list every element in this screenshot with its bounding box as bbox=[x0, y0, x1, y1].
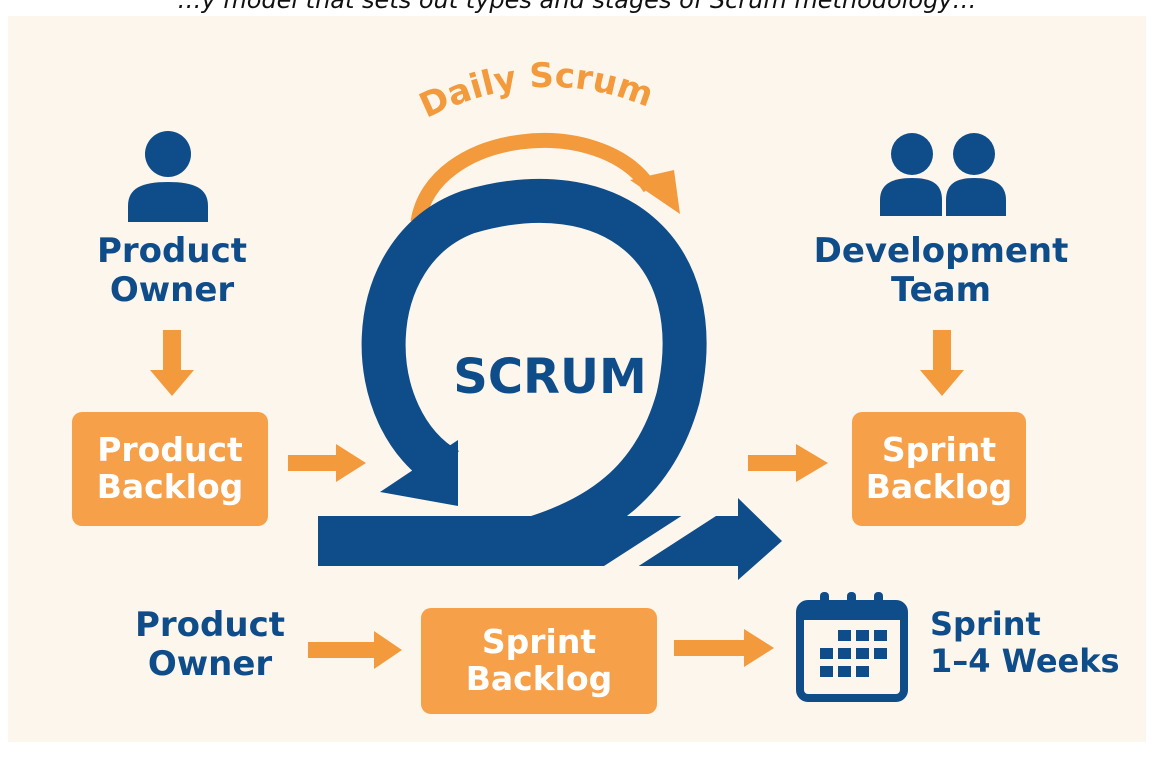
product-owner-line2: Owner bbox=[109, 270, 235, 311]
sprint-duration-line2: 1–4 Weeks bbox=[930, 641, 1120, 680]
sprint-backlog-right-line2: Backlog bbox=[865, 467, 1013, 506]
person-icon bbox=[128, 131, 208, 222]
arrow-owner-to-backlog bbox=[150, 330, 194, 396]
bottom-owner-line2: Owner bbox=[147, 644, 273, 685]
sprint-duration-line1: Sprint bbox=[930, 605, 1041, 643]
scrum-loop bbox=[318, 178, 782, 580]
sprint-backlog-bottom-line1: Sprint bbox=[481, 622, 597, 662]
development-team-label: Development Team bbox=[796, 231, 1086, 311]
arrow-scrum-to-sprint-backlog bbox=[748, 444, 828, 482]
calendar-icon bbox=[796, 592, 908, 702]
development-team-line1: Development bbox=[813, 231, 1069, 271]
daily-scrum-arrow bbox=[410, 133, 680, 224]
product-backlog-box: Product Backlog bbox=[72, 412, 268, 526]
daily-scrum-label: Daily Scrum bbox=[414, 56, 659, 127]
arrow-team-to-sprint-backlog bbox=[920, 330, 964, 396]
sprint-backlog-right-line1: Sprint bbox=[881, 430, 997, 470]
arrow-product-backlog-to-scrum bbox=[288, 444, 366, 482]
team-icon bbox=[880, 133, 1006, 216]
bottom-product-owner-label: Product Owner bbox=[120, 605, 300, 685]
product-owner-label: Product Owner bbox=[72, 231, 272, 311]
product-backlog-line1: Product bbox=[97, 430, 243, 470]
sprint-backlog-bottom-line2: Backlog bbox=[465, 659, 613, 698]
bottom-owner-line1: Product bbox=[135, 605, 285, 645]
product-backlog-line2: Backlog bbox=[96, 467, 244, 506]
top-caption: …y model that sets out types and stages … bbox=[177, 0, 977, 14]
sprint-duration-label: Sprint 1–4 Weeks bbox=[930, 606, 1130, 680]
product-owner-line1: Product bbox=[97, 231, 247, 271]
arrow-owner-to-sprint-backlog bbox=[308, 631, 402, 669]
arrow-sprint-backlog-to-sprint bbox=[674, 629, 774, 667]
sprint-backlog-box-right: Sprint Backlog bbox=[852, 412, 1026, 526]
development-team-line2: Team bbox=[890, 270, 992, 311]
scrum-title: SCRUM bbox=[453, 349, 647, 405]
sprint-backlog-box-bottom: Sprint Backlog bbox=[421, 608, 657, 714]
